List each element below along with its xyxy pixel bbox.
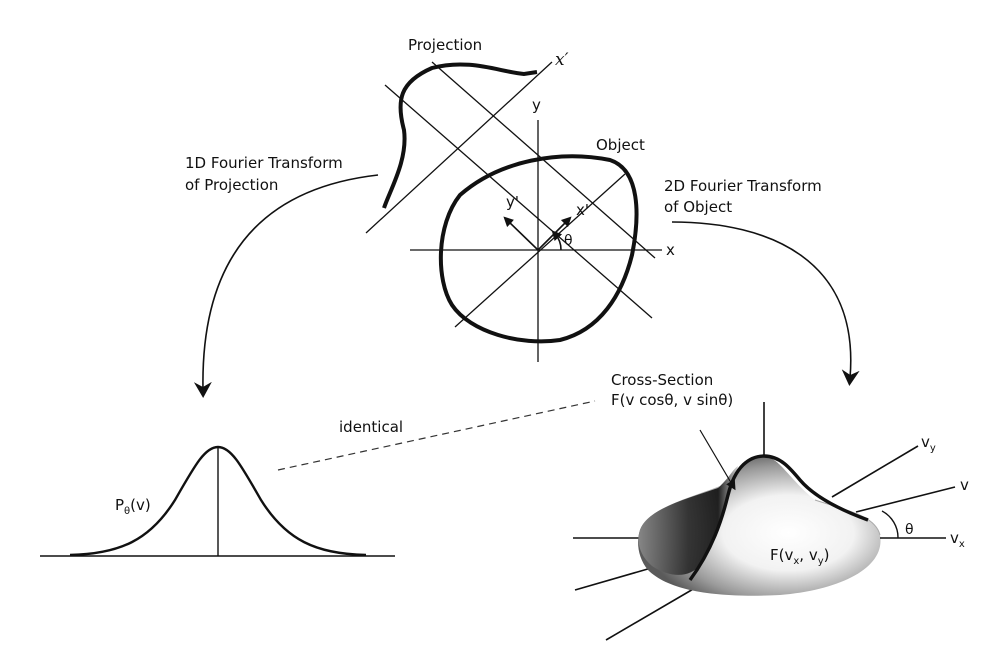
surface-shadow [638,466,738,575]
p-theta-curve [69,445,367,557]
x-prime-axis-label: x′ [555,50,569,70]
object-diagram [365,61,662,362]
identical-label: identical [339,418,403,436]
arrow-2d-transform [671,221,860,386]
y-prime-arrow [503,216,539,251]
object-contour [438,154,639,344]
object-label: Object [596,136,645,154]
x-prime-axis-line [384,84,653,319]
vy-label: vy [921,433,936,454]
arrow-1d-transform [193,174,379,398]
identical-connector [277,400,596,471]
x-axis-label: x [666,241,675,259]
y-prime-axis-line [454,173,626,328]
projection-profile [382,62,538,209]
f-label: F(vx, vy) [770,546,829,567]
theta-right-label: θ [905,522,914,538]
vx-label: vx [950,529,965,550]
cross-section-line1: Cross-Section [611,371,713,389]
cross-section-pointer [699,429,736,491]
fourier-1d-line1: 1D Fourier Transform [185,154,343,172]
v-label: v [960,476,969,494]
surface-rim [814,499,881,536]
y-axis-label: y [532,96,541,114]
projection-transform-plot [40,445,395,557]
projection-baseline [365,61,553,234]
fourier-2d-line1: 2D Fourier Transform [664,177,822,195]
p-theta-label: Pθ(v) [115,496,151,517]
v-axis [855,486,956,513]
fourier-1d-line2: of Projection [185,176,278,194]
lower-axis-2 [605,587,696,641]
theta-arc [551,230,563,251]
x-prime-label: x' [576,201,589,219]
theta-arc-right [881,510,899,539]
fourier-surface-plot [573,402,956,641]
cross-section-line2: F(v cosθ, v sinθ) [611,391,733,409]
projection-label: Projection [408,36,482,54]
fourier-2d-line2: of Object [664,198,732,216]
vy-axis [831,445,919,498]
theta-center-label: θ [564,233,573,249]
y-prime-label: y' [506,193,519,211]
